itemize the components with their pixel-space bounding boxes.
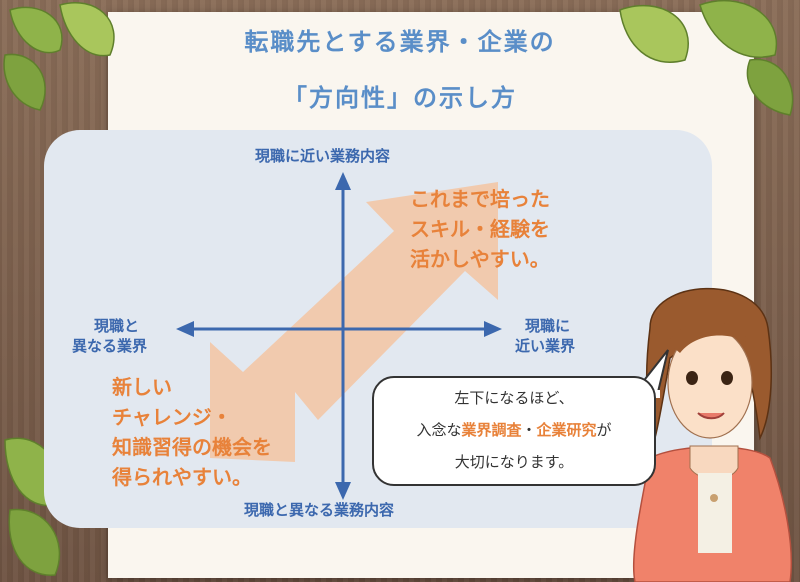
axis-label-right-line1: 現職に	[525, 317, 571, 335]
axis-label-bottom: 現職と異なる業務内容	[244, 501, 395, 519]
page-subtitle: 「方向性」の示し方	[283, 84, 517, 112]
bubble-line-2-mid: ・	[521, 421, 537, 439]
axis-label-left-line2: 異なる業界	[72, 337, 148, 355]
axis-label-right: 現職に 近い業界	[515, 316, 575, 356]
quadrant-ll-line2: チャレンジ・	[112, 405, 232, 429]
axis-label-left: 現職と 異なる業界	[72, 316, 147, 356]
quadrant-text-lower-left: 新しい チャレンジ・ 知識習得の機会を 得られやすい。	[112, 372, 272, 492]
leaf-icon	[3, 2, 115, 111]
bubble-highlight-company-research: 企業研究	[536, 421, 597, 439]
bubble-line-3: 大切になります。	[454, 453, 574, 471]
axis-arrow-up	[335, 172, 351, 190]
page-title: 転職先とする業界・企業の	[244, 28, 556, 56]
axis-arrow-left	[176, 321, 194, 337]
quadrant-ur-line1: これまで培った	[410, 187, 550, 211]
axis-label-left-line1: 現職と	[94, 317, 140, 335]
quadrant-text-upper-right: これまで培った スキル・経験を 活かしやすい。	[410, 184, 550, 274]
quadrant-ur-line3: 活かしやすい。	[410, 247, 550, 271]
diagonal-double-arrow	[210, 182, 498, 462]
quadrant-ll-line3: 知識習得の機会を	[112, 435, 272, 459]
axis-label-right-line2: 近い業界	[515, 337, 576, 355]
axis-arrow-down	[335, 482, 351, 500]
quadrant-ll-line4: 得られやすい。	[112, 465, 252, 489]
bubble-line-2: 入念な業界調査・企業研究が	[374, 420, 654, 440]
axis-arrow-right	[484, 321, 502, 337]
woman-illustration	[632, 287, 793, 582]
leaf-icon	[619, 0, 794, 116]
quadrant-ur-line2: スキル・経験を	[410, 217, 550, 241]
bubble-line-2-prefix: 入念な	[416, 421, 462, 439]
axis-label-top: 現職に近い業務内容	[255, 147, 391, 165]
bubble-highlight-industry-research: 業界調査	[461, 421, 522, 439]
quadrant-ll-line1: 新しい	[112, 375, 172, 399]
bubble-line-2-suffix: が	[596, 421, 612, 439]
speech-bubble: 左下になるほど、 入念な業界調査・企業研究が 大切になります。	[372, 376, 656, 486]
bubble-line-1: 左下になるほど、	[454, 389, 574, 407]
